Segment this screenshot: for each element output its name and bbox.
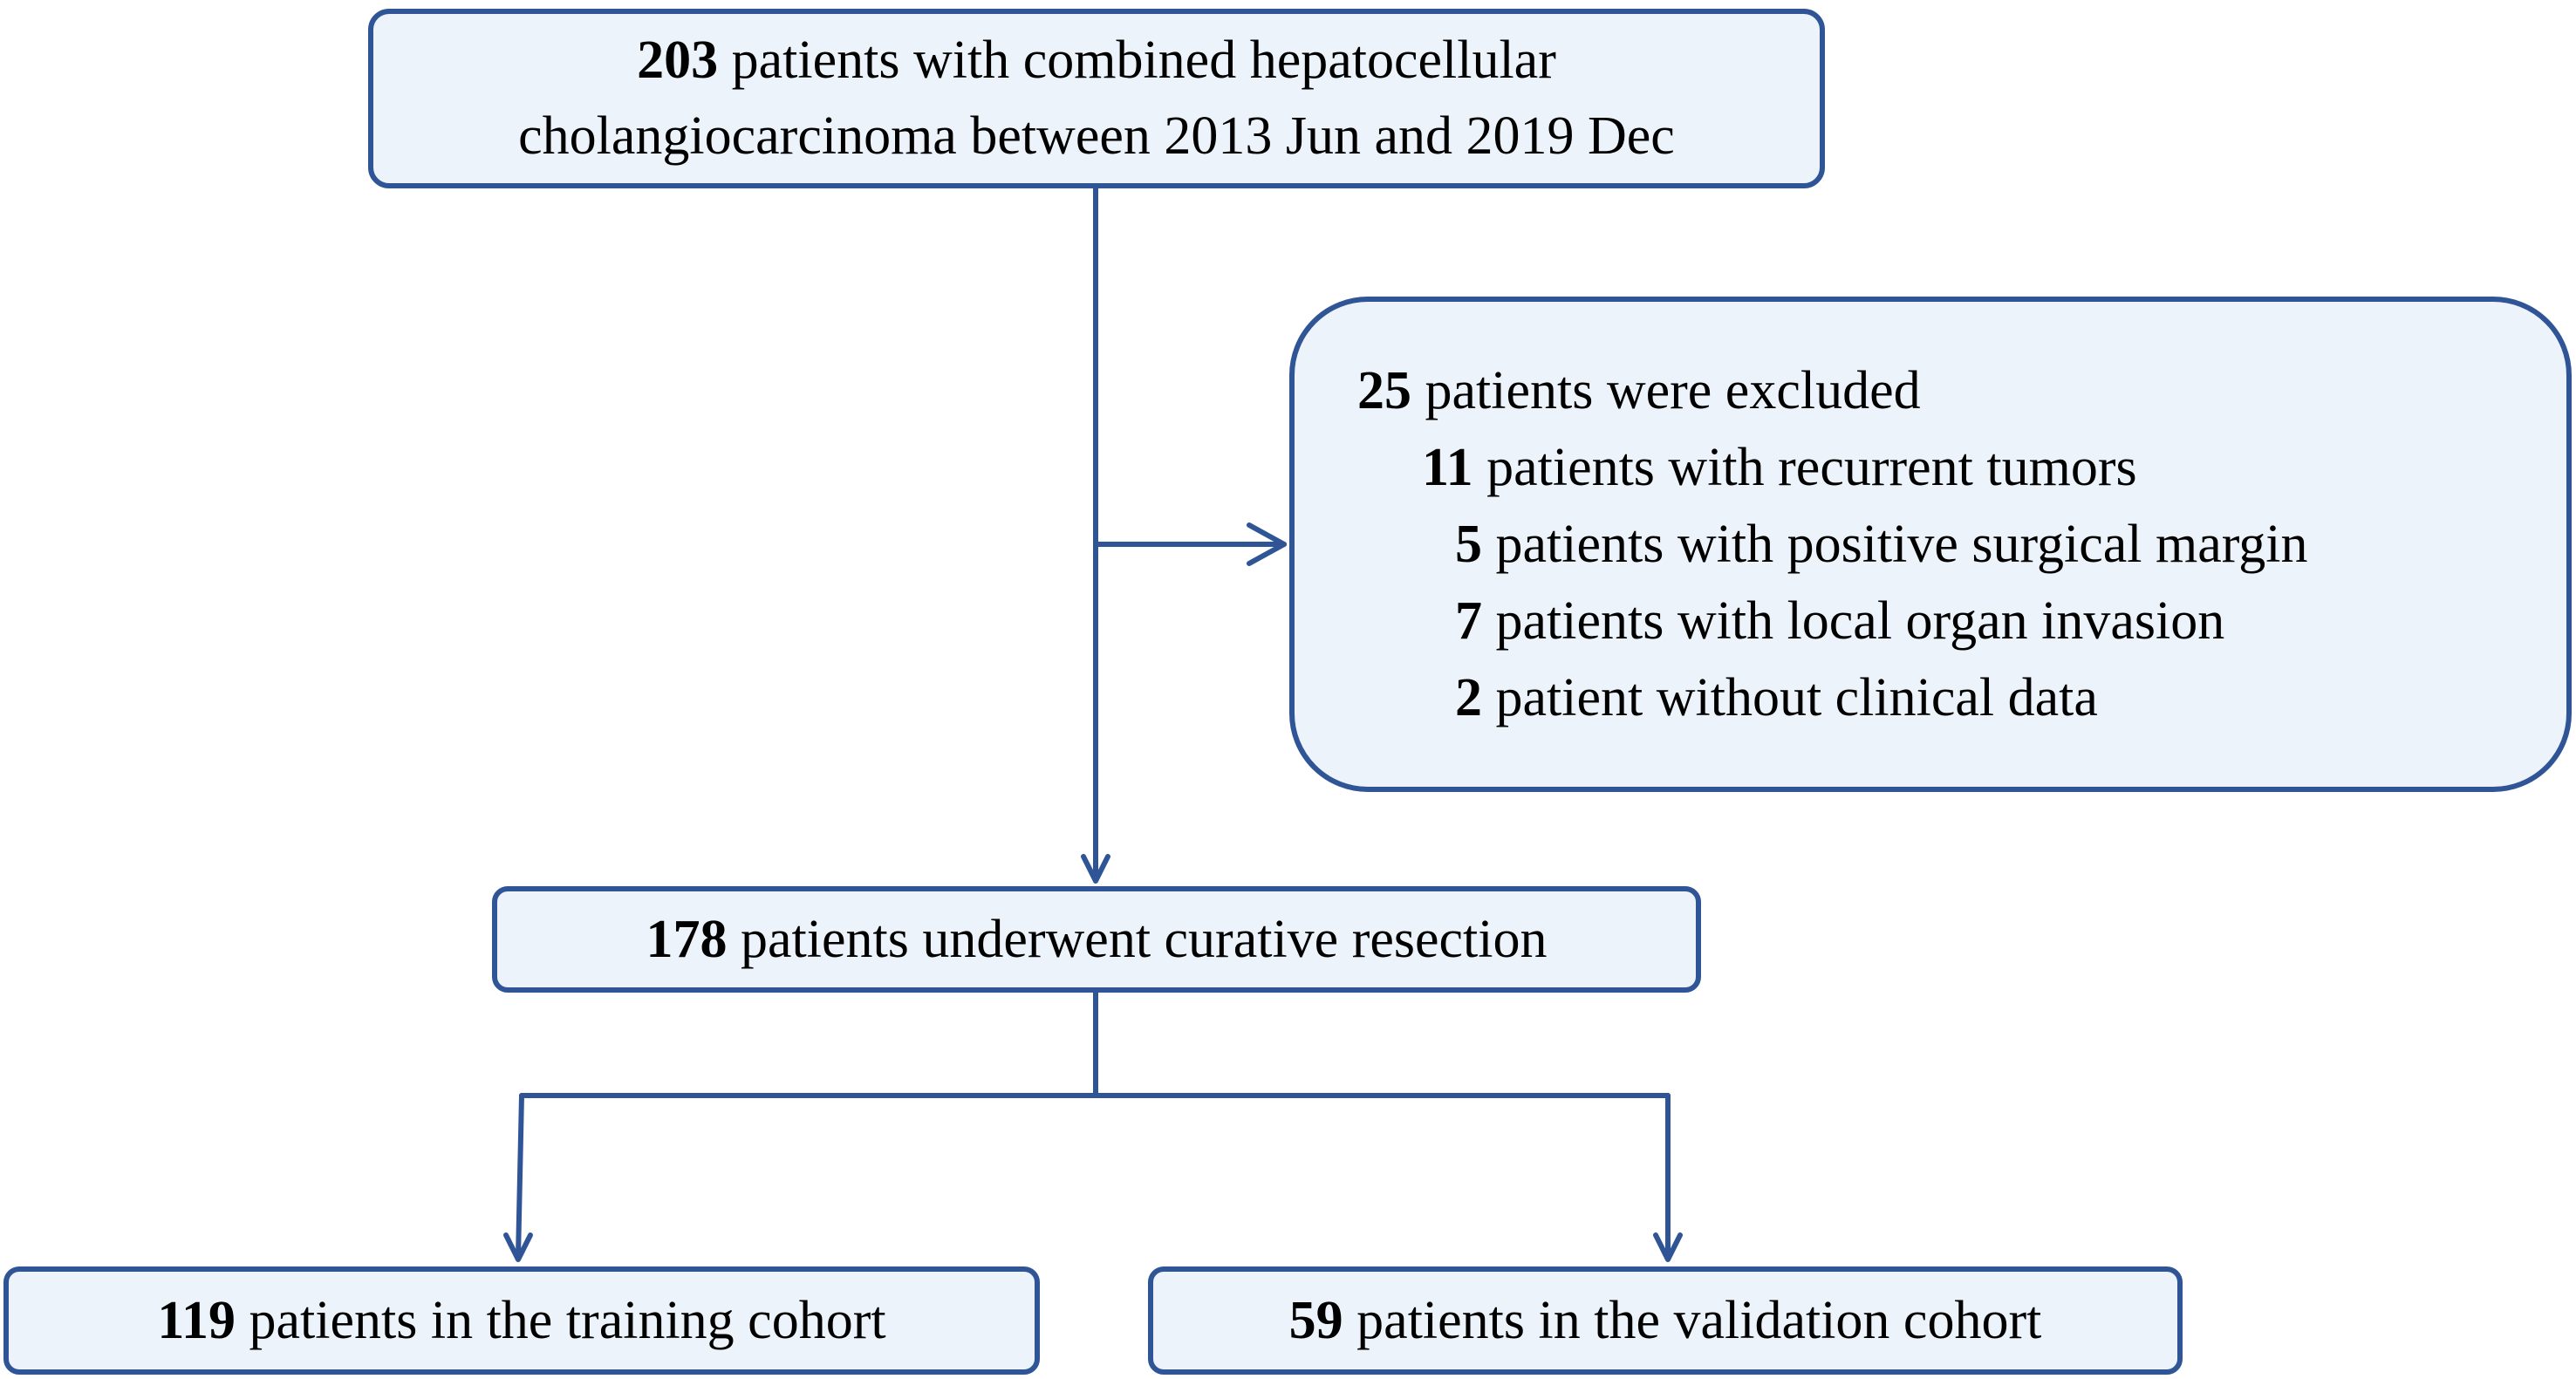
resection-text: patients underwent curative resection — [727, 909, 1548, 969]
start-text: patients with combined hepatocellular — [718, 31, 1556, 91]
box-validation-cohort: 59 patients in the validation cohort — [1148, 1266, 2183, 1375]
excluded-header-text: patients were excluded — [1411, 360, 1921, 420]
box-curative-resection: 178 patients underwent curative resectio… — [492, 886, 1701, 993]
box-training-cohort: 119 patients in the training cohort — [3, 1266, 1040, 1375]
excluded-item-invasion: 7 patients with local organ invasion — [1357, 583, 2224, 659]
validation-count: 59 — [1288, 1290, 1343, 1350]
arrowhead-to-training — [503, 1232, 533, 1262]
validation-text: patients in the validation cohort — [1343, 1290, 2042, 1350]
excluded-item-count: 2 — [1455, 668, 1482, 728]
resection-line: 178 patients underwent curative resectio… — [646, 902, 1548, 978]
excluded-item-count: 5 — [1455, 514, 1482, 574]
arrowhead-to-validation — [1653, 1232, 1683, 1262]
validation-line: 59 patients in the validation cohort — [1289, 1283, 2042, 1359]
arrowhead-to-resection — [1081, 854, 1110, 884]
excluded-item-count: 7 — [1455, 591, 1482, 652]
training-count: 119 — [157, 1290, 236, 1350]
start-line-1: 203 patients with combined hepatocellula… — [637, 23, 1556, 99]
excluded-item-text: patient without clinical data — [1482, 668, 2098, 728]
excluded-item-text: patients with recurrent tumors — [1472, 437, 2137, 497]
excluded-item-recurrent: 11 patients with recurrent tumors — [1357, 429, 2137, 506]
excluded-count: 25 — [1357, 360, 1411, 420]
resection-count: 178 — [646, 909, 728, 969]
box-initial-patients: 203 patients with combined hepatocellula… — [368, 9, 1825, 188]
training-text: patients in the training cohort — [236, 1290, 886, 1350]
excluded-item-count: 11 — [1422, 437, 1473, 497]
excluded-item-text: patients with positive surgical margin — [1482, 514, 2308, 574]
excluded-item-margin: 5 patients with positive surgical margin — [1357, 506, 2308, 583]
excluded-item-text: patients with local organ invasion — [1482, 591, 2225, 652]
arrowhead-to-excluded — [1247, 522, 1287, 566]
training-line: 119 patients in the training cohort — [157, 1283, 885, 1359]
connector-to-training — [516, 1093, 524, 1260]
start-line-2: cholangiocarcinoma between 2013 Jun and … — [518, 106, 1675, 166]
excluded-header: 25 patients were excluded — [1357, 352, 1921, 429]
box-excluded-patients: 25 patients were excluded 11 patients wi… — [1289, 297, 2572, 792]
start-count: 203 — [637, 31, 719, 91]
excluded-item-no-data: 2 patient without clinical data — [1357, 659, 2098, 736]
